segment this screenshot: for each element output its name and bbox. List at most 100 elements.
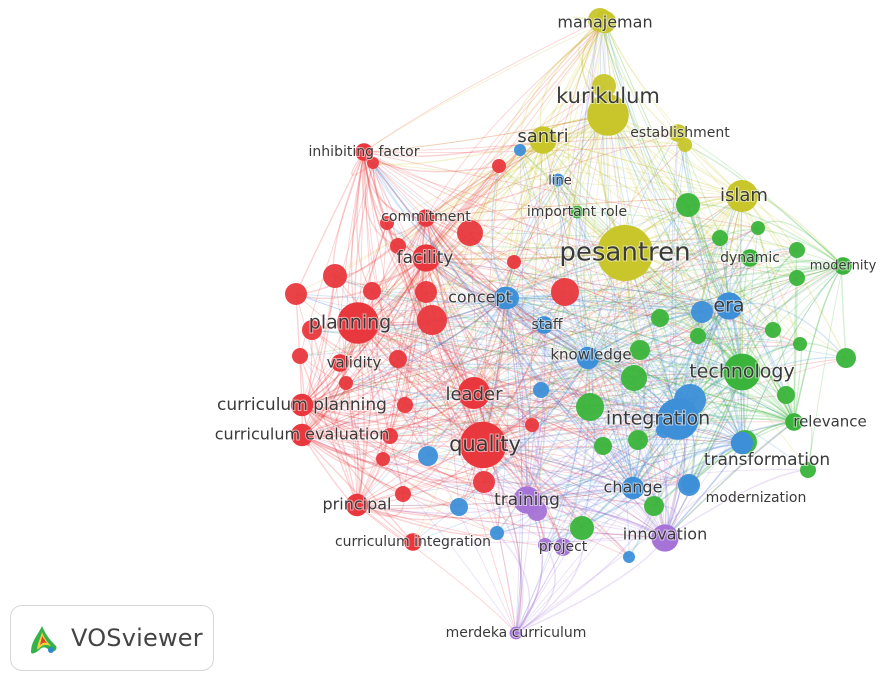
edge <box>372 162 506 299</box>
edge <box>519 21 606 151</box>
edge <box>372 162 528 501</box>
node-curriculum-evaluation[interactable] <box>290 423 314 447</box>
edge <box>482 349 641 446</box>
node-relevance[interactable] <box>785 413 803 431</box>
edge <box>356 481 485 510</box>
edge <box>397 217 427 360</box>
node-innovation[interactable] <box>651 524 679 552</box>
edge <box>482 444 666 539</box>
edge <box>301 358 399 409</box>
node-transformation[interactable] <box>730 431 754 455</box>
node-important-role[interactable] <box>570 205 584 219</box>
edge <box>363 151 626 254</box>
edge <box>363 139 544 158</box>
node-principal[interactable] <box>345 493 369 517</box>
node-curriculum-integration[interactable] <box>404 533 422 551</box>
edge <box>543 324 795 423</box>
edge <box>504 297 604 447</box>
node-facility[interactable] <box>412 244 440 272</box>
edge <box>675 144 686 420</box>
network-node <box>417 305 447 335</box>
network-node <box>492 159 506 173</box>
node-commitment[interactable] <box>417 209 435 227</box>
edge <box>301 291 566 406</box>
node-label-islam: islam <box>720 185 768 206</box>
edge <box>425 85 605 259</box>
node-technology[interactable] <box>723 353 761 391</box>
node-pesantren[interactable] <box>597 225 653 281</box>
edge <box>473 392 564 548</box>
edge <box>483 481 666 539</box>
edge <box>543 265 844 326</box>
edge <box>504 297 661 319</box>
edge <box>469 232 666 539</box>
edge <box>295 257 427 300</box>
edge <box>526 442 743 501</box>
edge <box>412 418 679 543</box>
edge <box>564 114 609 293</box>
edge <box>389 195 743 437</box>
edge <box>356 305 730 506</box>
edge <box>496 297 509 534</box>
edge <box>526 469 809 501</box>
node-planning[interactable] <box>337 302 379 344</box>
edge <box>357 322 542 391</box>
vosviewer-logo-icon <box>31 626 57 654</box>
edge <box>507 297 528 501</box>
edge <box>506 139 544 299</box>
node-modernity[interactable] <box>834 257 852 275</box>
node-training[interactable] <box>513 486 541 514</box>
node-knowledge[interactable] <box>576 346 600 370</box>
edge <box>425 114 609 293</box>
edge <box>382 305 730 460</box>
node-validity[interactable] <box>331 354 349 372</box>
edge <box>425 257 589 359</box>
edge <box>581 442 743 529</box>
edge <box>557 179 795 423</box>
edge <box>371 290 589 359</box>
edge <box>526 335 699 501</box>
edge <box>345 382 743 444</box>
network-node <box>323 264 347 288</box>
edge <box>301 434 666 539</box>
node-label-curriculum-evaluation: curriculum evaluation <box>215 425 390 444</box>
edge <box>345 305 730 384</box>
node-dynamic[interactable] <box>741 249 759 267</box>
edge <box>513 261 589 359</box>
edge <box>339 257 427 364</box>
node-curriculum-planning[interactable] <box>290 393 314 417</box>
node-merdeka-curriculum[interactable] <box>509 626 523 640</box>
edge <box>356 487 634 506</box>
edge <box>301 434 391 456</box>
edge <box>482 444 630 558</box>
node-era[interactable] <box>715 292 743 320</box>
node-staff[interactable] <box>535 316 553 334</box>
node-label-modernization: modernization <box>706 490 807 506</box>
node-establishment[interactable] <box>669 124 687 142</box>
edge <box>542 139 591 408</box>
network-node <box>382 428 398 444</box>
network-node <box>418 446 438 466</box>
edge <box>604 21 743 373</box>
node-islam[interactable] <box>726 180 758 212</box>
node-label-relevance: relevance <box>793 413 867 431</box>
node-santri[interactable] <box>529 126 557 154</box>
edge <box>504 297 641 351</box>
node-project[interactable] <box>554 538 572 556</box>
edge <box>469 232 589 359</box>
node-line[interactable] <box>551 173 565 187</box>
edge <box>357 322 589 359</box>
node-manajeman[interactable] <box>593 10 617 34</box>
edge <box>507 297 743 373</box>
node-inhibiting-factor[interactable] <box>355 143 373 161</box>
node-change[interactable] <box>621 476 645 500</box>
node-concept[interactable] <box>493 286 517 310</box>
node-leader[interactable] <box>458 377 490 409</box>
edge <box>363 21 606 153</box>
node-integration[interactable] <box>657 398 699 440</box>
node-modernization[interactable] <box>681 475 699 493</box>
node-kurikulum[interactable] <box>587 94 629 136</box>
edge <box>684 144 743 373</box>
node-label-project: project <box>539 539 588 555</box>
node-quality[interactable] <box>459 421 507 469</box>
